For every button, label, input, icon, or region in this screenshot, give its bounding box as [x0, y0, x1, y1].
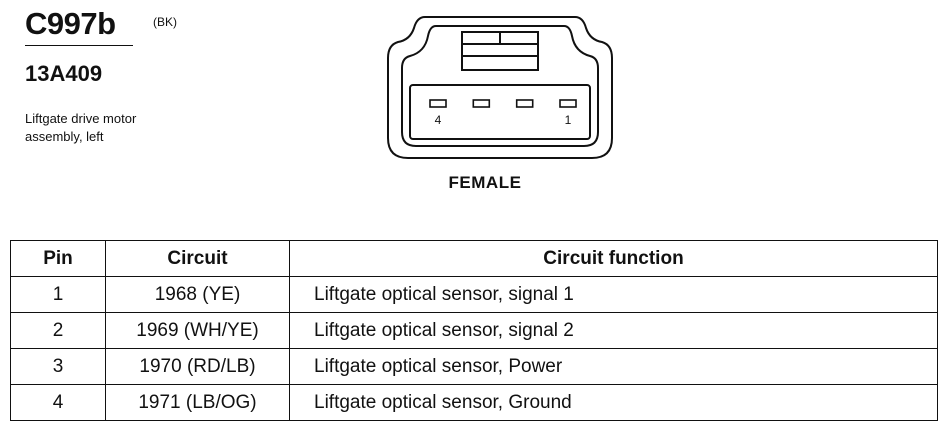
circuit-cell: 1969 (WH/YE): [105, 312, 290, 349]
pin-cavity: [429, 99, 447, 108]
pin-cell: 2: [10, 312, 106, 349]
part-number: 13A409: [25, 61, 103, 86]
header-circuit: Circuit: [105, 240, 290, 277]
description-line-1: Liftgate drive motor: [25, 111, 137, 126]
connector-description: Liftgate drive motor assembly, left: [25, 110, 215, 146]
title-underline: [25, 45, 133, 46]
pin-cavity-area: [409, 84, 591, 140]
connector-id: C997b: [25, 6, 116, 41]
pin-cavity: [559, 99, 577, 108]
table-row: 2 1969 (WH/YE) Liftgate optical sensor, …: [10, 312, 938, 349]
connector-outer-housing: [387, 16, 613, 159]
function-cell: Liftgate optical sensor, signal 1: [289, 276, 938, 313]
circuit-cell: 1970 (RD/LB): [105, 348, 290, 385]
connector-face-diagram: 4 1: [387, 16, 613, 159]
connector-gender-label: FEMALE: [448, 173, 522, 192]
description-line-2: assembly, left: [25, 129, 104, 144]
circuit-cell: 1968 (YE): [105, 276, 290, 313]
pin-cell: 4: [10, 384, 106, 421]
table-row: 3 1970 (RD/LB) Liftgate optical sensor, …: [10, 348, 938, 385]
pinout-table: Pin Circuit Circuit function 1 1968 (YE)…: [10, 240, 938, 421]
function-cell: Liftgate optical sensor, Ground: [289, 384, 938, 421]
header-circuit-function: Circuit function: [289, 240, 938, 277]
pin-number-label-left: 4: [435, 113, 442, 127]
pin-number-label-right: 1: [565, 113, 572, 127]
function-cell: Liftgate optical sensor, Power: [289, 348, 938, 385]
connector-inner-housing: [401, 25, 599, 147]
pin-cell: 1: [10, 276, 106, 313]
pin-cavity: [472, 99, 491, 108]
table-header-row: Pin Circuit Circuit function: [10, 240, 938, 277]
table-row: 1 1968 (YE) Liftgate optical sensor, sig…: [10, 276, 938, 313]
pin-cavity: [515, 99, 534, 108]
header-pin: Pin: [10, 240, 106, 277]
function-cell: Liftgate optical sensor, signal 2: [289, 312, 938, 349]
table-row: 4 1971 (LB/OG) Liftgate optical sensor, …: [10, 384, 938, 421]
connector-color-code: (BK): [153, 15, 177, 29]
pin-cell: 3: [10, 348, 106, 385]
circuit-cell: 1971 (LB/OG): [105, 384, 290, 421]
